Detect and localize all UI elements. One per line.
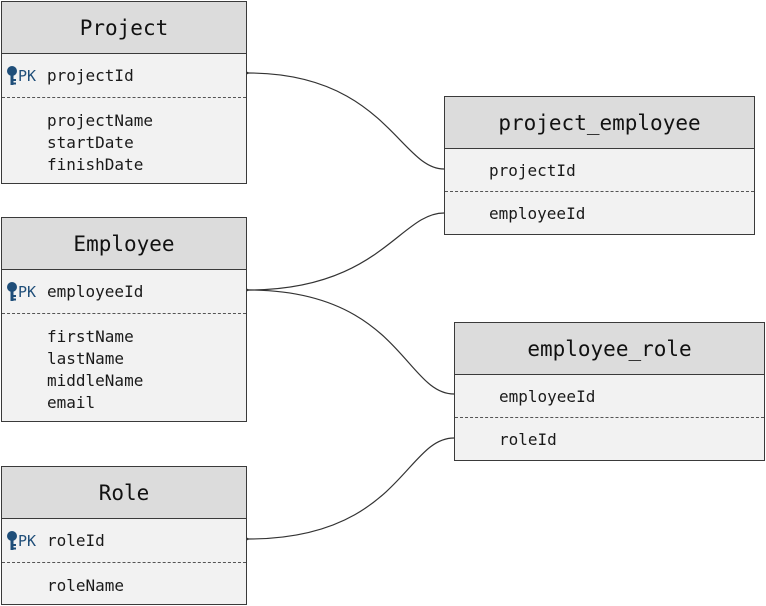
attribute: email <box>47 393 96 412</box>
project-table[interactable]: Project PK projectId projectName startDa… <box>1 1 247 184</box>
pk-row[interactable]: PK projectId <box>2 54 246 98</box>
attribute: startDate <box>47 133 134 152</box>
pk-label: PK <box>18 282 37 301</box>
table-title: employee_role <box>455 323 764 375</box>
employee-table[interactable]: Employee PK employeeId firstName lastNam… <box>1 217 247 422</box>
table-title: Project <box>2 2 246 54</box>
attribute-list: firstName lastName middleName email <box>2 314 246 414</box>
pk-label: PK <box>18 66 37 85</box>
key-icon <box>6 281 18 303</box>
link-project-employee-to-project <box>248 73 445 170</box>
field-row[interactable]: employeeId <box>455 375 764 418</box>
attribute: finishDate <box>47 155 144 174</box>
pk-marker: PK <box>6 530 36 552</box>
field-row[interactable]: roleId <box>455 418 764 460</box>
pk-field: employeeId <box>47 282 144 301</box>
attribute: projectName <box>47 111 153 130</box>
fk-field-role-id: roleId <box>499 429 557 449</box>
pk-marker: PK <box>6 281 36 303</box>
table-title: project_employee <box>445 97 754 149</box>
pk-row[interactable]: PK roleId <box>2 519 246 563</box>
key-icon <box>6 65 18 87</box>
link-project-employee-to-employee <box>248 212 445 290</box>
project-employee-table[interactable]: project_employee projectId employeeId <box>444 96 755 235</box>
role-table[interactable]: Role PK roleId roleName <box>1 466 247 605</box>
attribute-list: roleName <box>2 563 246 597</box>
link-employee-role-to-role <box>248 437 455 539</box>
fk-field-project-id: projectId <box>489 160 576 180</box>
attribute: middleName <box>47 371 144 390</box>
attribute: roleName <box>47 576 125 595</box>
key-icon <box>6 530 18 552</box>
pk-row[interactable]: PK employeeId <box>2 270 246 314</box>
field-row[interactable]: projectId <box>445 149 754 192</box>
pk-field: roleId <box>47 531 105 550</box>
employee-role-table[interactable]: employee_role employeeId roleId <box>454 322 765 461</box>
attribute: lastName <box>47 349 125 368</box>
table-title: Employee <box>2 218 246 270</box>
fk-field-employee-id: employeeId <box>489 203 586 223</box>
attribute: firstName <box>47 327 134 346</box>
pk-marker: PK <box>6 65 36 87</box>
pk-field: projectId <box>47 66 134 85</box>
link-employee-role-to-employee <box>247 289 455 395</box>
table-title: Role <box>2 467 246 519</box>
fk-field-employee-id: employeeId <box>499 386 596 406</box>
pk-label: PK <box>18 531 37 550</box>
attribute-list: projectName startDate finishDate <box>2 98 246 176</box>
field-row[interactable]: employeeId <box>445 192 754 234</box>
